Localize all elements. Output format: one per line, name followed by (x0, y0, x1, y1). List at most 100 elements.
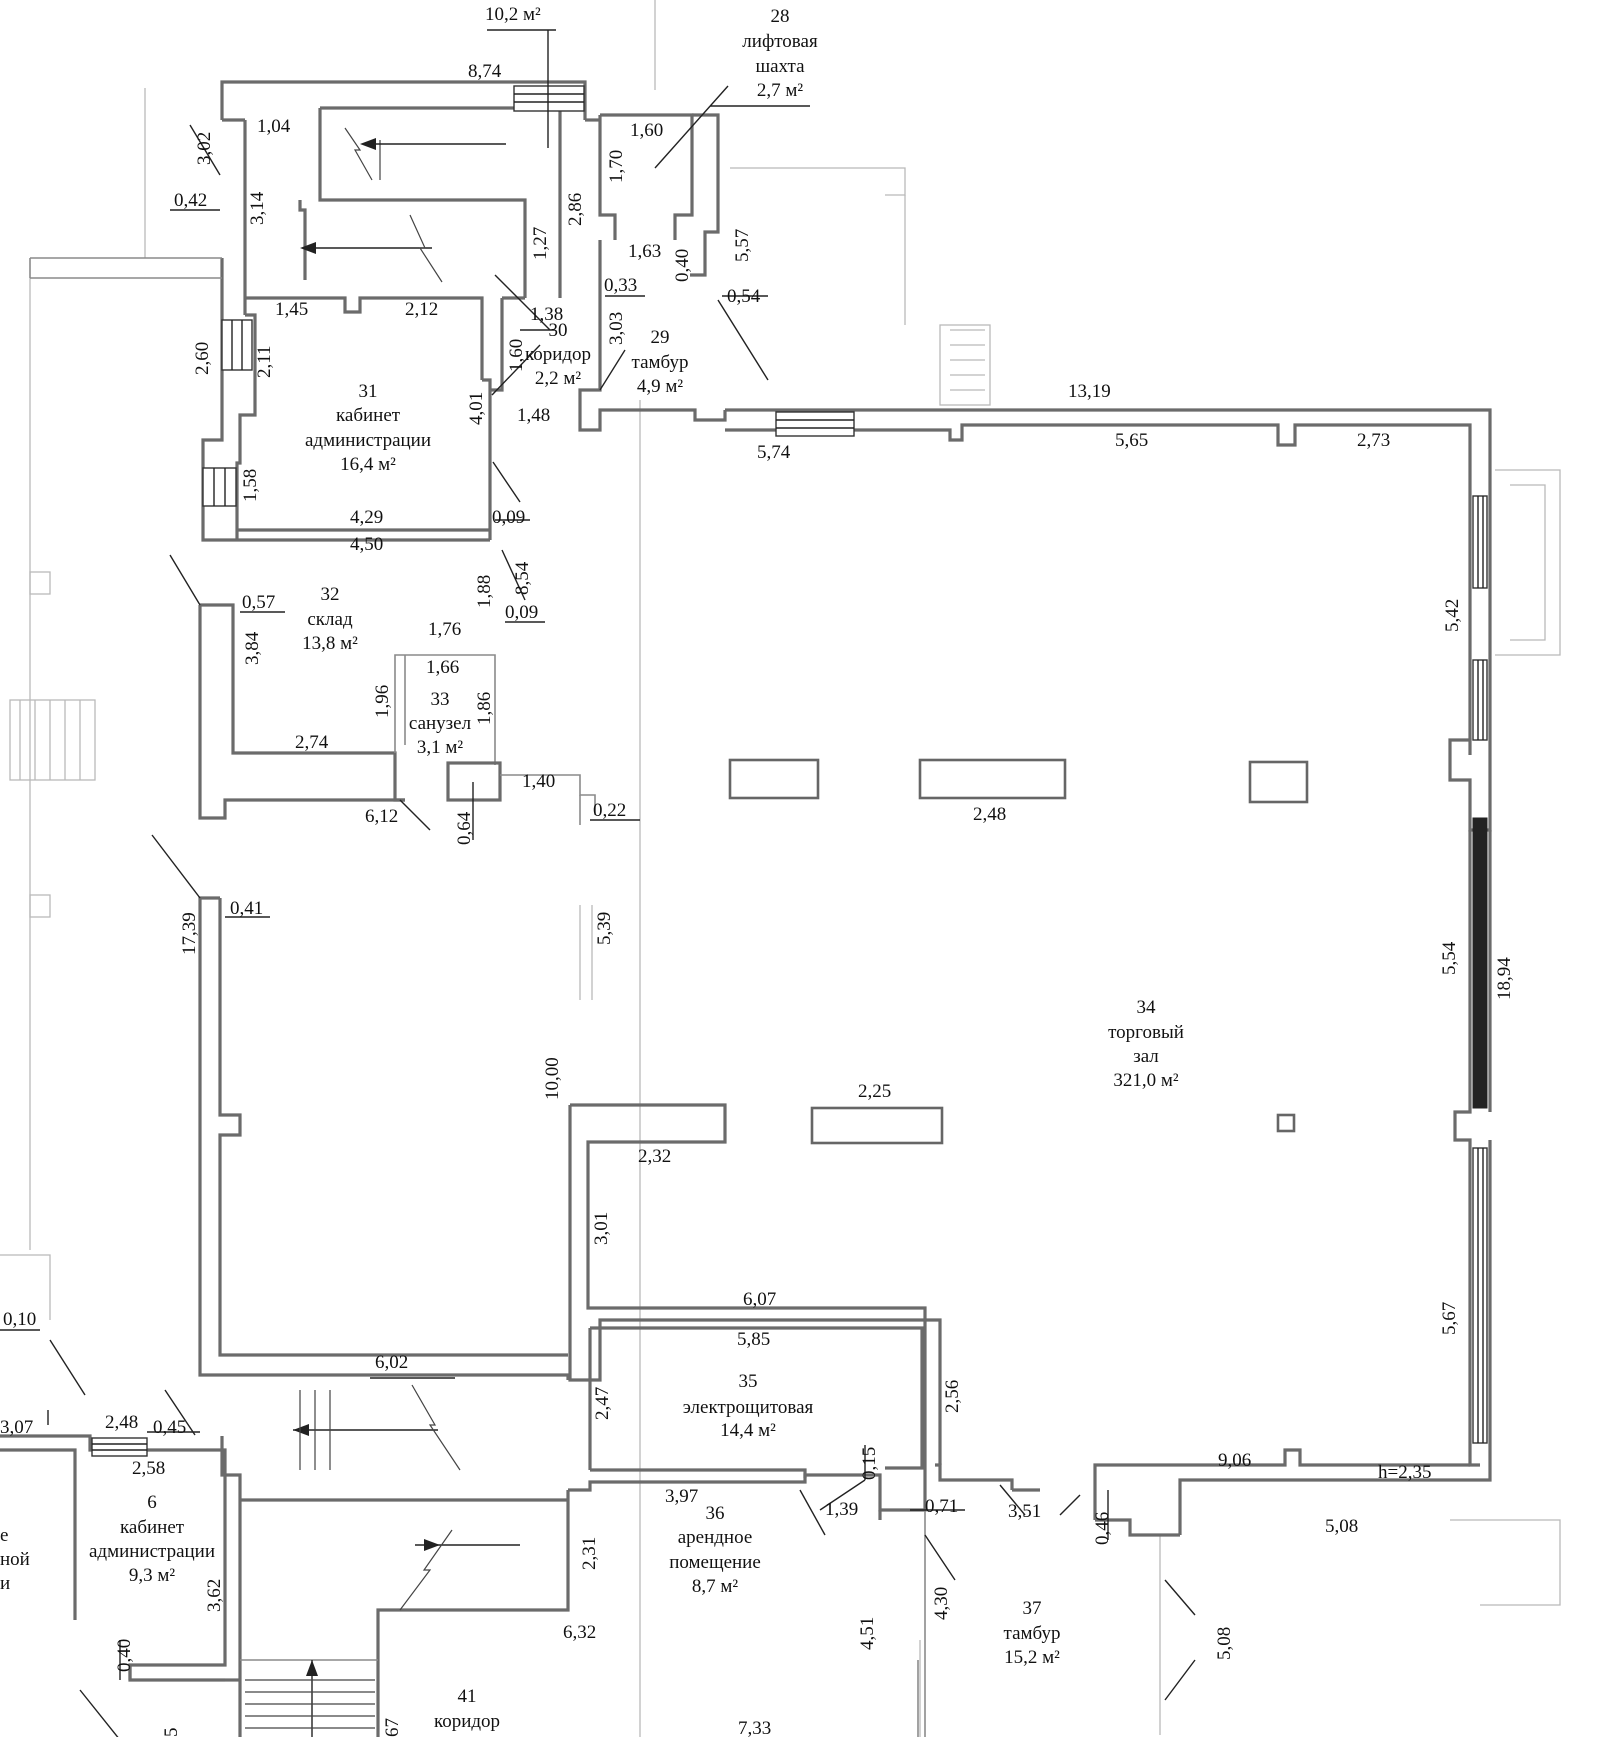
room-28-label: 28 лифтовая шахта 2,7 м² (742, 6, 818, 101)
window (513, 85, 585, 112)
svg-text:13,8 м²: 13,8 м² (302, 633, 358, 654)
room-34-label: 34 торговый зал 321,0 м² (1108, 997, 1184, 1091)
dimension-label: 0,40 (114, 1639, 135, 1672)
dimension-label: 2,48 (973, 804, 1006, 825)
dimension-label: 1,60 (506, 339, 527, 372)
room-6-label: 6 кабинет администрации 9,3 м² (89, 1492, 215, 1586)
window (91, 1437, 148, 1457)
svg-text:3,1 м²: 3,1 м² (417, 737, 464, 758)
svg-text:9,3 м²: 9,3 м² (129, 1565, 176, 1586)
dimension-label: 0,40 (672, 249, 693, 282)
dimension-label: 2,31 (579, 1537, 600, 1570)
dimension-label: 0,09 (492, 507, 525, 528)
dimension-label: 4,29 (350, 507, 383, 528)
dimension-label: 13,19 (1068, 381, 1111, 402)
pillar (810, 1106, 944, 1145)
dimension-label: 6,07 (743, 1289, 776, 1310)
room-35-label: 35 электрощитовая 14,4 м² (683, 1371, 814, 1441)
room-30-label: 30 коридор 2,2 м² (525, 320, 591, 389)
svg-text:склад: склад (307, 609, 353, 630)
dimension-label: 1,70 (606, 150, 627, 183)
dimension-label: 0,22 (593, 800, 626, 821)
dimension-label: 5,39 (594, 912, 615, 945)
dimension-label: 1,27 (530, 227, 551, 260)
dimension-label: 18,94 (1494, 957, 1515, 1000)
dimension-label: 1,63 (628, 241, 661, 262)
dimension-label: 1,45 (275, 299, 308, 320)
dimension-label: 1,38 (530, 304, 563, 325)
dimension-label: 67 (382, 1718, 403, 1737)
room-36-label: 36 арендное помещение 8,7 м² (669, 1503, 761, 1597)
svg-text:тамбур: тамбур (632, 352, 689, 373)
svg-text:34: 34 (1137, 997, 1157, 1018)
dimension-label: 0,42 (174, 190, 207, 211)
dimension-label: 6,02 (375, 1352, 408, 1373)
svg-text:арендное: арендное (678, 1527, 753, 1548)
svg-text:администрации: администрации (305, 430, 431, 451)
dimension-label: 1,88 (474, 575, 495, 608)
svg-text:6: 6 (147, 1492, 157, 1513)
svg-text:30: 30 (549, 320, 568, 341)
dimension-label: 0,15 (859, 1447, 880, 1480)
dimension-label: 2,12 (405, 299, 438, 320)
dimension-label: 0,41 (230, 898, 263, 919)
dimension-label: 5,65 (1115, 430, 1148, 451)
dimension-label: 3,62 (204, 1579, 225, 1612)
dimension-label: 5,57 (732, 229, 753, 262)
dimension-label: 5,42 (1442, 599, 1463, 632)
dimension-label: 5,54 (1439, 941, 1460, 975)
room-labels: 28 лифтовая шахта 2,7 м² 29 тамбур 4,9 м… (0, 6, 1184, 1732)
dimension-label: 1,76 (428, 619, 461, 640)
dimension-label: 7,33 (738, 1718, 771, 1737)
dimension-label: 0,33 (604, 275, 637, 296)
dimension-label: 2,47 (592, 1387, 613, 1420)
svg-text:28: 28 (771, 6, 790, 27)
dimension-label: 1,48 (517, 405, 550, 426)
dimension-label: 3,07 (0, 1417, 33, 1438)
dimension-label: 6,32 (563, 1622, 596, 1643)
dimension-label: 1,60 (630, 120, 663, 141)
svg-text:торговый: торговый (1108, 1022, 1184, 1043)
svg-text:е: е (0, 1525, 8, 1546)
svg-text:33: 33 (431, 689, 450, 710)
dimension-label: 8,74 (468, 61, 502, 82)
window (202, 467, 237, 507)
dimension-lines (0, 29, 1196, 1737)
dimension-label: 2,60 (192, 342, 213, 375)
svg-text:8,7 м²: 8,7 м² (692, 1576, 739, 1597)
svg-text:37: 37 (1023, 1598, 1042, 1619)
svg-text:41: 41 (458, 1686, 477, 1707)
svg-text:29: 29 (651, 327, 670, 348)
dimension-label: 5,85 (737, 1329, 770, 1350)
dimension-label: 1,66 (426, 657, 459, 678)
partial-room-label: е ной и (0, 1525, 30, 1594)
svg-text:зал: зал (1133, 1046, 1159, 1067)
dimension-label: 2,58 (132, 1458, 165, 1479)
svg-text:ной: ной (0, 1549, 30, 1570)
room-29-label: 29 тамбур 4,9 м² (632, 327, 689, 397)
room-37-label: 37 тамбур 15,2 м² (1004, 1598, 1061, 1668)
room-41-label: 41 коридор (434, 1686, 500, 1732)
dimension-label: 0,45 (153, 1417, 186, 1438)
dimension-label: 2,56 (942, 1380, 963, 1413)
dimension-label: 0,57 (242, 592, 275, 613)
svg-text:коридор: коридор (525, 344, 591, 365)
window (1472, 495, 1488, 589)
dimension-label: 5,08 (1214, 1627, 1235, 1660)
window (775, 411, 855, 437)
svg-text:32: 32 (321, 584, 340, 605)
dimension-label: 0,54 (727, 286, 761, 307)
dimension-label: 0,64 (454, 811, 475, 845)
svg-text:35: 35 (739, 1371, 758, 1392)
svg-text:электрощитовая: электрощитовая (683, 1397, 814, 1418)
dimension-label: 5,08 (1325, 1516, 1358, 1537)
window (1472, 1147, 1488, 1444)
room-33-label: 33 санузел 3,1 м² (409, 689, 472, 758)
svg-text:321,0 м²: 321,0 м² (1113, 1070, 1179, 1091)
window (221, 319, 253, 371)
dimension-label: 8,54 (512, 561, 533, 595)
window (1472, 659, 1488, 741)
dimension-label: 5,74 (757, 442, 791, 463)
dimension-label: 2,25 (858, 1081, 891, 1102)
